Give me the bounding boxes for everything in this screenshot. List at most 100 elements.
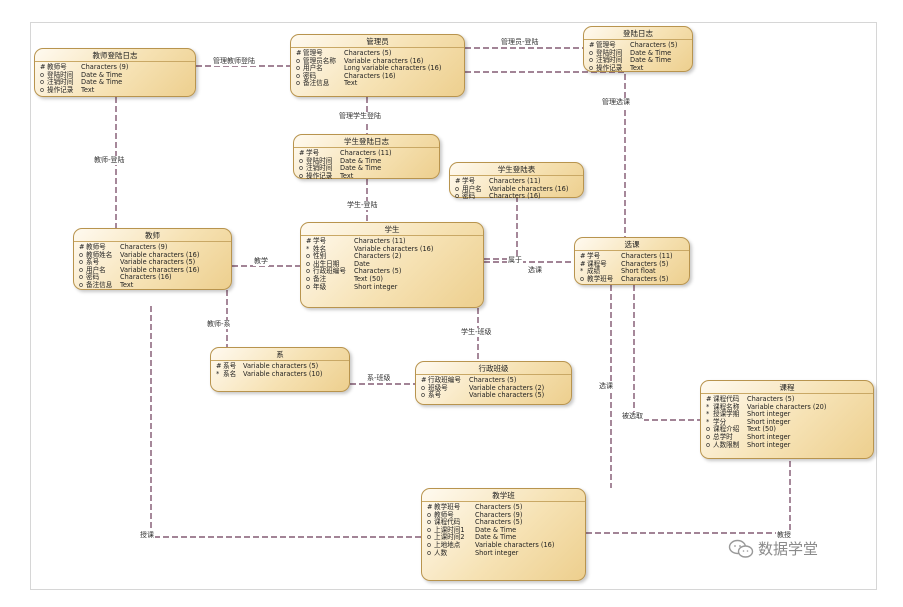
attribute-marker: * <box>580 267 584 276</box>
attribute-marker: o <box>580 274 585 283</box>
entity-title: 教师 <box>74 231 231 242</box>
attribute-name: 课程介绍 <box>713 425 740 434</box>
attribute-type: Short integer <box>747 417 791 426</box>
watermark-text: 数据学堂 <box>758 540 819 558</box>
attribute-name: 行政班编号 <box>428 376 461 384</box>
link-admin-selection <box>465 71 626 237</box>
attribute-type: Characters (11) <box>621 252 673 260</box>
attribute-name: 上课时间2 <box>434 533 465 542</box>
entity-title: 登陆日志 <box>584 29 692 40</box>
attribute-marker: # <box>306 237 312 245</box>
rel-label-student-class: 学生-班级 <box>460 328 493 337</box>
rel-label-teach: 教授 <box>776 531 792 540</box>
attribute-name: 系号 <box>86 258 100 267</box>
attribute-name: 学分 <box>713 417 727 426</box>
attribute-name: 教师号 <box>434 510 454 519</box>
attribute-marker: o <box>296 64 301 73</box>
attribute-name: 总学时 <box>713 432 733 441</box>
attribute-type: Text <box>344 79 358 88</box>
attribute-marker: o <box>706 440 711 449</box>
attribute-marker: # <box>427 503 433 511</box>
attribute-name: 出生日期 <box>313 259 340 268</box>
attribute-type: Characters (11) <box>340 149 392 157</box>
attribute-marker: o <box>589 48 594 57</box>
rel-label-dept-class: 系-班级 <box>366 374 392 383</box>
attribute-type: Characters (9) <box>475 510 523 519</box>
rel-label-admin-student-login: 管理学生登陆 <box>338 112 382 121</box>
attribute-marker: * <box>306 244 310 253</box>
entity-title: 系 <box>211 350 349 361</box>
attribute-type: Text <box>340 171 354 180</box>
attribute-type: Characters (11) <box>489 177 541 185</box>
rel-label-admin-teacher-login: 管理教师登陆 <box>212 57 256 66</box>
attribute-name: 用户名 <box>303 64 323 73</box>
attribute-type: Date & Time <box>81 70 123 79</box>
attribute-name: 教师号 <box>47 63 67 71</box>
attribute-type: Date & Time <box>630 56 672 65</box>
attribute-type: Characters (5) <box>344 49 392 57</box>
attribute-type: Variable characters (5) <box>120 258 196 267</box>
attribute-name: 学号 <box>587 252 601 260</box>
attribute-name: 用户名 <box>462 184 482 193</box>
attribute-type: Text <box>81 85 95 94</box>
link-belong <box>484 198 518 260</box>
attribute-marker: o <box>427 533 432 542</box>
rel-label-selected-by: 被选取 <box>621 412 644 421</box>
attribute-name: 注销时间 <box>306 164 333 173</box>
attribute-name: 登陆时间 <box>47 70 74 79</box>
attribute-name: 操作记录 <box>306 171 333 180</box>
attribute-type: Long variable characters (16) <box>344 64 442 73</box>
rel-label-belong: 属于 <box>507 256 523 265</box>
attribute-marker: o <box>40 78 45 87</box>
attribute-type: Characters (5) <box>630 41 678 49</box>
attribute-type: Short integer <box>747 410 791 419</box>
attribute-type: Characters (5) <box>475 518 523 527</box>
attribute-marker: o <box>299 156 304 165</box>
attribute-type: Date & Time <box>630 48 672 57</box>
attribute-type: Date & Time <box>340 156 382 165</box>
attribute-type: Date <box>354 259 370 268</box>
attribute-name: 课程代码 <box>713 395 740 403</box>
rel-label-select-course: 选课 <box>527 266 543 275</box>
attribute-name: 密码 <box>462 192 476 201</box>
attribute-marker: * <box>706 417 710 426</box>
attribute-type: Characters (5) <box>621 274 669 283</box>
attribute-marker: o <box>306 274 311 283</box>
attribute-type: Short float <box>621 267 656 276</box>
attribute-type: Variable characters (2) <box>469 383 545 392</box>
